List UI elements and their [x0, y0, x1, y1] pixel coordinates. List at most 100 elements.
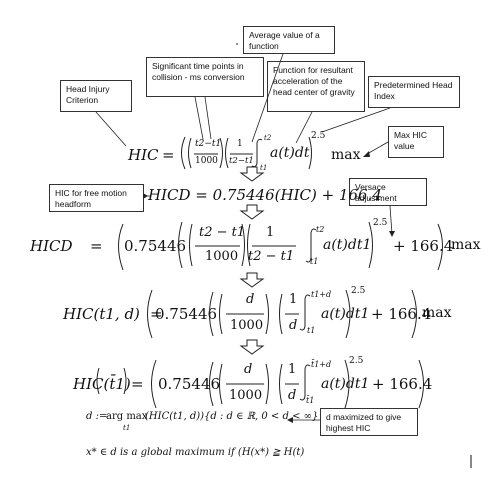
- annotation-text: Function for resultant acceleration of t…: [273, 65, 355, 97]
- eq3-numerator: t2 − t1: [199, 225, 246, 240]
- eq3-integral: [305, 228, 317, 263]
- eq7-text: x* ∈ d is a global maximum if (H(x*) ≧ H…: [86, 447, 305, 458]
- eq4-big-paren-close: [411, 289, 417, 339]
- leader-time-points-b: [204, 96, 212, 140]
- eq1-exponent: 2.5: [311, 131, 326, 141]
- annotation-text: Predetermined Head Index: [374, 80, 453, 101]
- eq2-text: HICD = 0.75446(HIC) + 166.4: [148, 186, 382, 204]
- leader-resultant-acceleration: [295, 111, 313, 144]
- eq4-paren-open-c: [279, 293, 283, 335]
- annotation-text: d maximized to give highest HIC: [326, 412, 402, 433]
- eq1-equals: =: [162, 146, 175, 164]
- eq5-big-paren-open: [151, 359, 157, 409]
- down-arrow-2: [239, 204, 265, 220]
- eq3-paren-close-b: [241, 223, 245, 267]
- equation-global-maximum: x* ∈ d is a global maximum if (H(x*) ≧ H…: [86, 447, 304, 458]
- equation-hicd-simple: HICD = 0.75446(HIC) + 166.4: [148, 186, 382, 204]
- eq5-exponent: 2.5: [349, 356, 364, 366]
- eq5-integral: [299, 364, 311, 401]
- eq1-paren-open-inner: [188, 137, 192, 169]
- eq4-coef: 0.75446: [155, 305, 218, 323]
- eq4-paren-close-b: [265, 293, 269, 335]
- eq5-equals: =: [131, 375, 144, 393]
- eq4-paren-open-b: [219, 293, 223, 335]
- eq4-numerator: d: [246, 292, 255, 307]
- annotation-d-maximized: d maximized to give highest HIC: [320, 408, 418, 436]
- eq1-denominator-t: t2−t1: [229, 156, 254, 166]
- eq1-numerator: t2−t1: [195, 139, 222, 149]
- arrowhead-max-hic: [363, 151, 370, 157]
- eq5-big-paren-close: [418, 359, 424, 409]
- leader-max-hic: [366, 141, 389, 155]
- eq4-exponent: 2.5: [351, 286, 366, 296]
- annotation-versace-adjustment: Versace adjustment: [349, 178, 427, 206]
- eq5-lhs: HIC(t̄1): [73, 375, 131, 393]
- eq5-numerator: d: [244, 362, 253, 377]
- eq4-paren-open-a: [209, 291, 214, 337]
- annotation-text: Max HIC value: [394, 130, 428, 151]
- eq5-integrand: a(t)dt1: [321, 376, 370, 392]
- annotation-text: Versace adjustment: [355, 182, 397, 203]
- eq5-upper-limit: t̄1+d: [311, 360, 332, 369]
- eq4-lhs: HIC(t1, d): [63, 305, 140, 323]
- eq5-paren-open-b: [219, 363, 223, 405]
- eq3-paren-close-c: [368, 221, 373, 269]
- arrowhead-versace: [389, 231, 395, 237]
- down-arrow-4: [239, 339, 265, 355]
- eq3-coef: 0.75446: [124, 237, 187, 255]
- eq1-max: max: [331, 147, 361, 163]
- down-arrow-3: [239, 272, 265, 288]
- eq5-lhs-paren-open: [96, 367, 100, 395]
- eq3-tail: + 166.4: [393, 237, 454, 255]
- eq4-max: max: [422, 305, 452, 321]
- eq5-tail: + 166.4: [372, 375, 433, 393]
- annotation-text: Average value of a function: [249, 30, 320, 51]
- annotation-text: HIC for free motion headform: [55, 188, 127, 209]
- leader-versace: [389, 205, 393, 235]
- eq4-upper-limit: t1+d: [311, 290, 332, 299]
- annotation-resultant-acceleration: Function for resultant acceleration of t…: [267, 61, 365, 112]
- eq4-integrand: a(t)dt1: [321, 306, 370, 322]
- eq6-argmax: arg max: [106, 411, 148, 422]
- eq5-one: 1: [288, 362, 297, 377]
- eq3-equals: =: [90, 237, 103, 255]
- eq5-lhs-paren-close: [123, 367, 127, 395]
- eq4-integral: [299, 294, 311, 331]
- arrowhead-free-motion: [143, 193, 148, 199]
- eq3-exponent: 2.5: [373, 218, 388, 228]
- down-arrow-1: [239, 166, 265, 182]
- eq3-integrand: a(t)dt1: [323, 237, 372, 253]
- eq1-integral: [251, 138, 263, 168]
- eq3-lower-limit: t1: [310, 257, 319, 266]
- leader-hic-label: [95, 111, 127, 147]
- eq3-big-paren-close: [437, 223, 443, 271]
- eq4-denominator: 1000: [230, 318, 264, 333]
- eq3-paren-open-b: [189, 223, 193, 267]
- eq1-integrand: a(t)dt: [270, 145, 310, 161]
- leader-time-points-a: [194, 96, 204, 140]
- eq3-denominator: 1000: [205, 249, 239, 264]
- arrowhead-d-maximized: [287, 417, 293, 423]
- annotation-average-value: Average value of a function: [243, 26, 335, 54]
- eq3-paren-open-a: [178, 221, 183, 269]
- eq4-equals: =: [150, 305, 163, 323]
- eq1-upper-limit: t2: [264, 134, 272, 142]
- leader-head-index: [321, 107, 391, 133]
- eq4-one: 1: [289, 292, 298, 307]
- eq4-lower-limit: t1: [307, 326, 316, 335]
- eq1-one: 1: [237, 139, 243, 149]
- eq5-denominator2: d: [288, 388, 297, 403]
- eq3-upper-limit: t2: [316, 225, 325, 234]
- eq4-paren-close-c: [345, 289, 351, 339]
- eq5-paren-close-c: [344, 359, 350, 409]
- annotation-head-injury-criterion: Head Injury Criterion: [60, 80, 132, 112]
- eq1-paren-open: [181, 136, 186, 170]
- annotation-max-hic-value: Max HIC value: [388, 126, 444, 158]
- eq3-lhs: HICD: [30, 237, 73, 255]
- eq1-paren-close2: [308, 136, 312, 170]
- annotation-significant-time-points: Significant time points in collision - m…: [146, 57, 264, 97]
- eq5-paren-close-b: [265, 363, 269, 405]
- eq4-big-paren-open: [147, 289, 153, 339]
